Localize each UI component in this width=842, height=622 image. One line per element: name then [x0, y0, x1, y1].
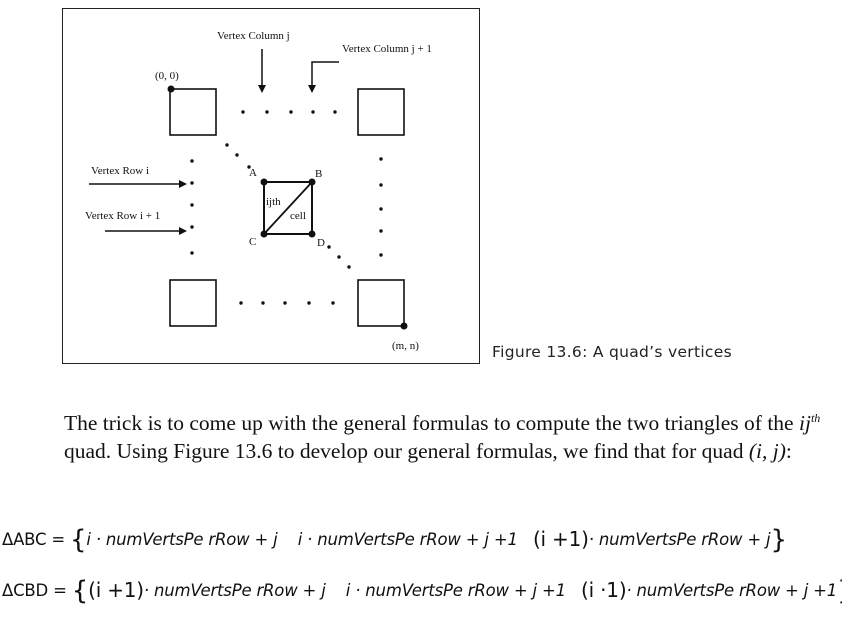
equation-cbd-term2: i · numVertsPe rRow + j +1	[345, 581, 566, 600]
paragraph-part2: quad. Using Figure 13.6 to develop our g…	[64, 439, 749, 464]
body-paragraph: The trick is to come up with the general…	[64, 404, 824, 465]
label-ijth: ijth	[266, 196, 281, 208]
ellipsis-top-row	[241, 110, 337, 114]
vertex-a-dot	[260, 178, 268, 186]
label-vertex-d: D	[317, 237, 325, 249]
equation-cbd-term3-paren: (i ·1)	[581, 578, 627, 602]
label-vertex-row-i1: Vertex Row i + 1	[85, 210, 160, 222]
equation-cbd-open-brace: {	[71, 576, 89, 606]
label-end: (m, n)	[392, 340, 419, 352]
vertex-c-dot	[260, 230, 268, 238]
paragraph-th-superscript: th	[810, 411, 821, 425]
equation-cbd-close-brace: }	[837, 576, 842, 606]
label-vertex-column-j1: Vertex Column j + 1	[342, 43, 432, 55]
cell-bottom-left	[169, 279, 217, 327]
ellipsis-bottom-row	[239, 301, 335, 305]
ellipsis-right-column	[379, 157, 383, 257]
equation-abc-lhs: ΔABC =	[2, 530, 71, 549]
equation-abc-term2: i · numVertsPe rRow + j +1	[297, 530, 518, 549]
ellipsis-diagonal-upper	[225, 143, 251, 169]
label-vertex-c: C	[249, 236, 256, 248]
cell-bottom-right	[357, 279, 405, 327]
ellipsis-diagonal-lower	[327, 245, 351, 269]
equation-cbd-term3-rest: · numVertsPe rRow + j +1	[626, 581, 838, 600]
paragraph-part1: The trick is to come up with the general…	[64, 411, 799, 436]
figure-caption: Figure 13.6: A quad’s vertices	[492, 343, 732, 361]
cell-top-left	[169, 88, 217, 136]
label-vertex-a: A	[249, 167, 257, 179]
equation-abc-term3-paren: (i +1)	[532, 527, 589, 551]
label-origin: (0, 0)	[155, 70, 179, 82]
cell-top-right	[357, 88, 405, 136]
end-dot	[400, 322, 408, 330]
equation-abc: ΔABC = {i · numVertsPe rRow + j i · numV…	[2, 525, 787, 555]
equation-cbd-term1-paren: (i +1)	[88, 578, 144, 602]
paragraph-part3: :	[785, 439, 792, 464]
arrow-vertex-column-j1	[308, 61, 339, 93]
label-vertex-column-j: Vertex Column j	[217, 30, 290, 42]
paragraph-quad: (i, j)	[748, 439, 786, 464]
equation-cbd-term1-rest: · numVertsPe rRow + j	[143, 581, 326, 600]
equation-abc-close-brace: }	[770, 525, 787, 555]
label-vertex-b: B	[315, 168, 322, 180]
label-cell: cell	[290, 210, 306, 222]
label-vertex-row-i: Vertex Row i	[91, 165, 149, 177]
vertex-b-dot	[308, 178, 316, 186]
figure-frame: Vertex Column j Vertex Column j + 1 (0, …	[62, 8, 480, 364]
ellipsis-left-column	[190, 159, 194, 255]
paragraph-ij: ij	[798, 411, 811, 436]
equation-abc-term1: i · numVertsPe rRow + j	[86, 530, 278, 549]
ijth-cell	[263, 181, 313, 235]
vertex-d-dot	[308, 230, 316, 238]
equation-abc-term3-rest: · numVertsPe rRow + j	[588, 530, 771, 549]
equation-cbd-lhs: ΔCBD =	[2, 581, 72, 600]
equation-cbd: ΔCBD = {(i +1)· numVertsPe rRow + j i · …	[2, 576, 842, 606]
ijth-cell-diagonal	[263, 181, 313, 235]
equation-abc-open-brace: {	[70, 525, 87, 555]
quad-grid-diagram: Vertex Column j Vertex Column j + 1 (0, …	[85, 30, 432, 352]
